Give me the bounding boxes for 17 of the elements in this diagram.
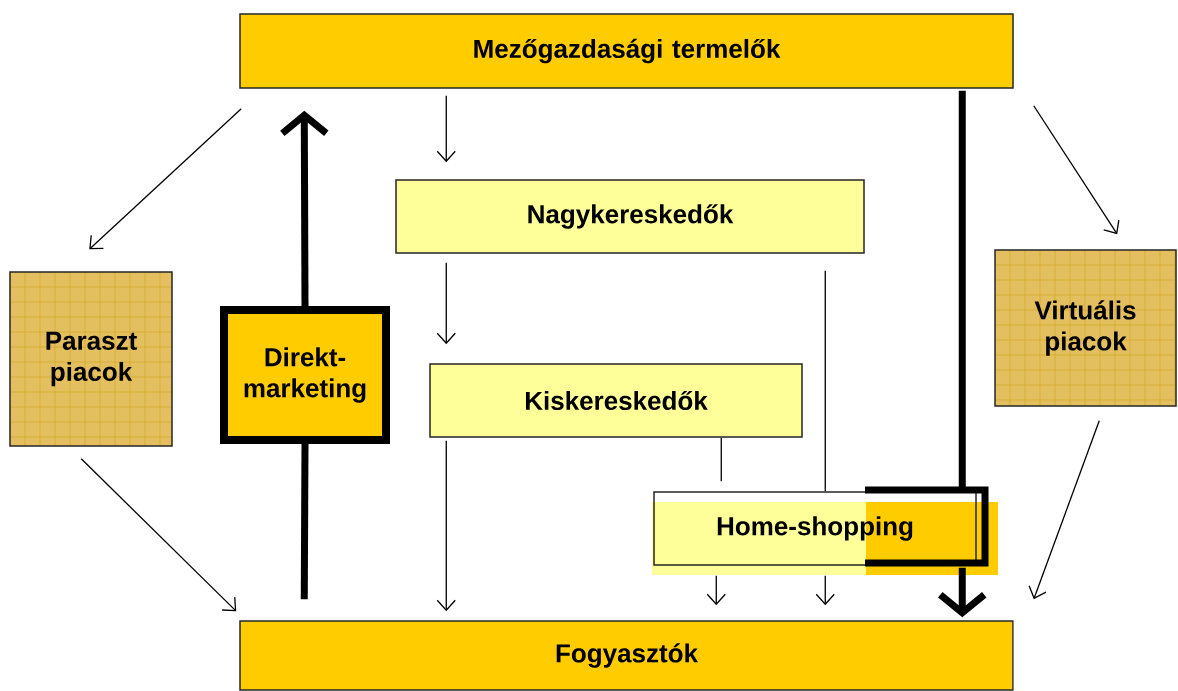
channel-box: Direkt-marketing [220,306,390,444]
process-box: Nagykereskedők [395,179,865,254]
process-box: Kiskereskedők [429,363,803,438]
market-box: Paraszt piacok [9,271,173,447]
arrow [436,262,456,345]
arrow [706,575,726,606]
process-box: Mezőgazdasági termelők [239,13,1014,89]
market-box: Virtuális piacok [994,249,1177,407]
arrow [436,95,456,163]
arrow [1028,420,1100,600]
arrow [1033,105,1120,235]
arrow [436,440,456,612]
arrow [280,110,329,307]
process-box: Fogyasztók [239,620,1014,691]
arrow [89,108,242,250]
arrow [80,458,237,612]
arrow [815,575,835,606]
